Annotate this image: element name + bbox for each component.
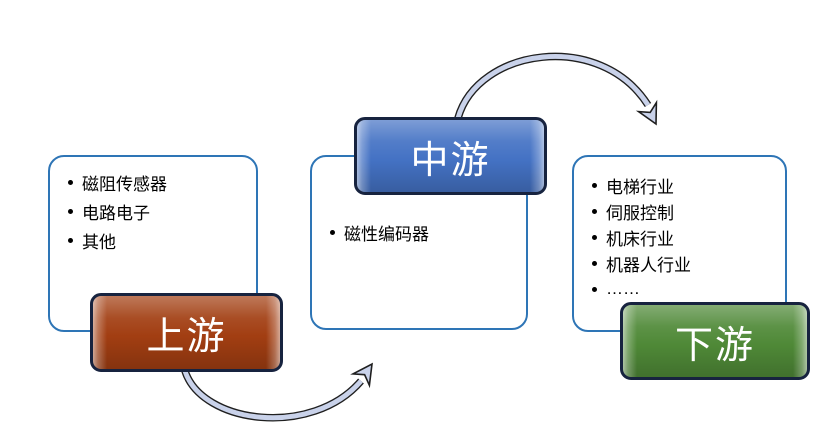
stage-label-upstream: 上游 — [90, 293, 283, 372]
bullet-icon — [592, 260, 597, 266]
bullet-icon — [330, 230, 335, 235]
stage-label-midstream: 中游 — [354, 117, 547, 195]
list-item: 磁性编码器 — [324, 218, 520, 247]
bullet-icon — [592, 208, 597, 214]
list-item-label: 机器人行业 — [606, 255, 691, 275]
arrow-upstream-to-midstream — [181, 362, 373, 422]
upstream-item-list: 磁阻传感器 电路电子 其他 — [50, 157, 256, 255]
list-item-label: 其他 — [82, 233, 116, 252]
list-item: 电梯行业 — [586, 172, 779, 198]
list-item-label: 电梯行业 — [606, 177, 674, 197]
list-item: 其他 — [62, 226, 250, 255]
list-item-label: …… — [606, 279, 640, 298]
midstream-item-list: 磁性编码器 — [312, 157, 526, 247]
stage-label-text: 中游 — [410, 139, 491, 182]
list-item-label: 机床行业 — [606, 229, 674, 249]
list-item: 磁阻传感器 — [62, 168, 250, 197]
stage-label-text: 上游 — [146, 316, 227, 358]
bullet-icon — [592, 234, 597, 240]
stage-label-downstream: 下游 — [620, 302, 810, 380]
bullet-icon — [68, 180, 73, 185]
list-item: 机床行业 — [586, 224, 779, 250]
downstream-item-list: 电梯行业 伺服控制 机床行业 机器人行业 …… — [574, 157, 785, 302]
arrowhead-icon — [350, 362, 373, 389]
stage-label-text: 下游 — [674, 324, 755, 367]
list-item-label: 磁阻传感器 — [82, 175, 167, 194]
list-item: 电路电子 — [62, 197, 250, 226]
list-item: 机器人行业 — [586, 250, 779, 276]
bullet-icon — [592, 182, 597, 188]
bullet-icon — [68, 238, 73, 243]
arrowhead-icon — [635, 99, 658, 126]
list-item: 伺服控制 — [586, 198, 779, 224]
arrow-midstream-to-downstream — [454, 52, 658, 126]
list-item: …… — [586, 276, 779, 302]
bullet-icon — [592, 286, 597, 292]
bullet-icon — [68, 209, 73, 214]
list-item-label: 电路电子 — [82, 204, 150, 223]
list-item-label: 磁性编码器 — [344, 225, 429, 244]
list-item-label: 伺服控制 — [606, 203, 674, 223]
